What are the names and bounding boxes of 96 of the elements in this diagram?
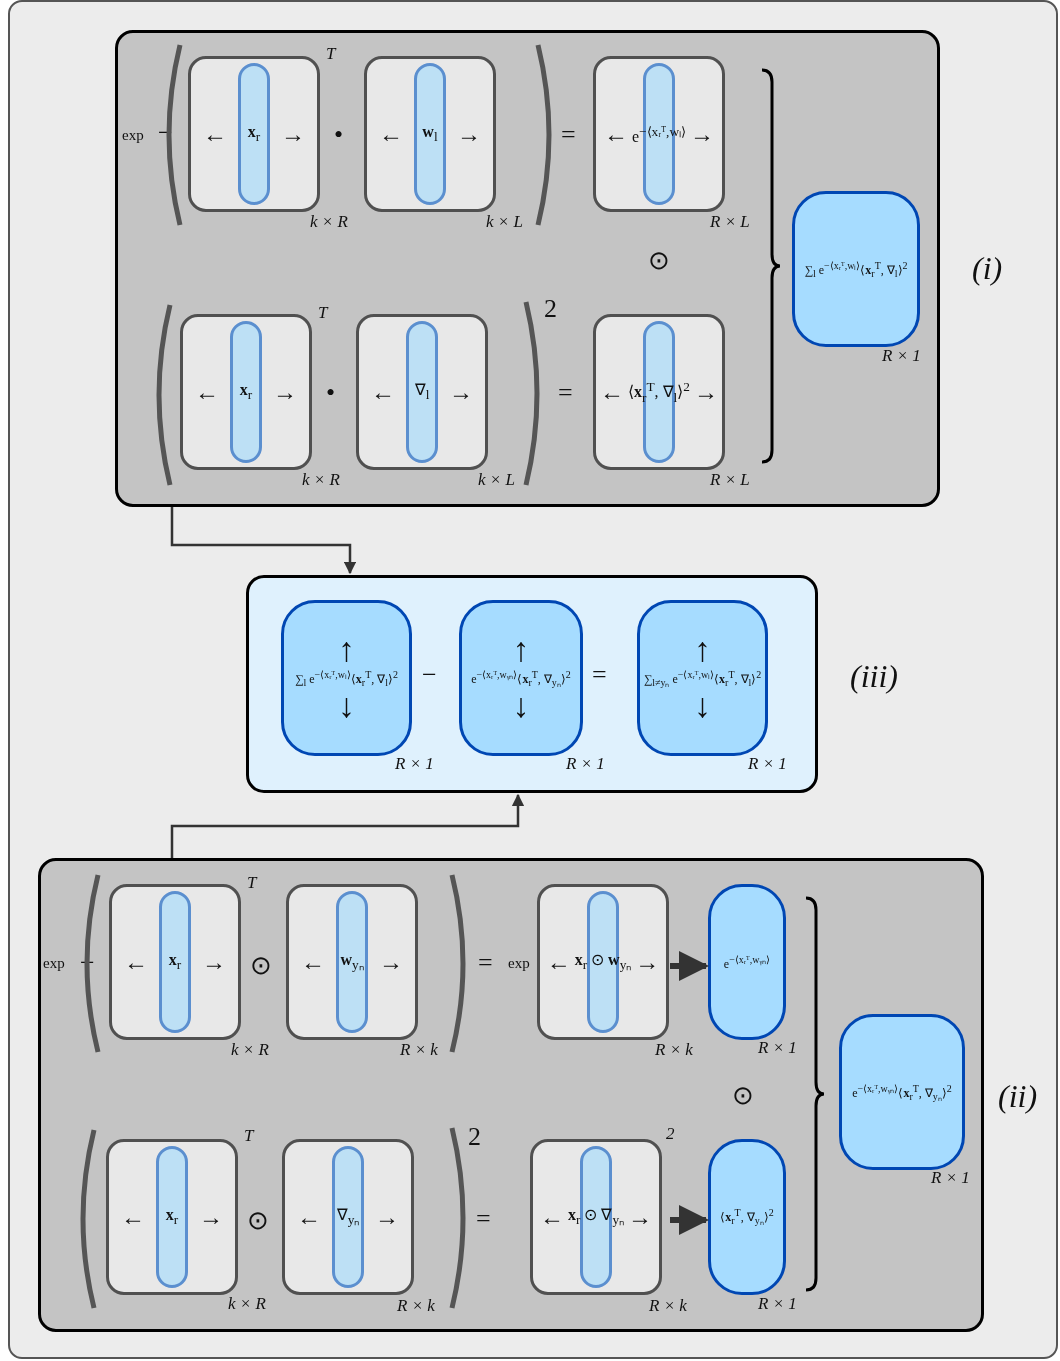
math-label: T: [326, 44, 336, 64]
arrow-glyph: ↓: [512, 689, 530, 724]
math-operator: 2: [544, 296, 557, 322]
math-label: R × 1: [566, 754, 605, 774]
arrow-glyph: →: [273, 378, 297, 406]
math-operator: ⊙: [732, 1083, 754, 1109]
panel-label: (i): [972, 250, 1003, 287]
arrow-glyph: ←: [600, 378, 624, 406]
math-label: R × 1: [882, 346, 921, 366]
math-text: ∑$_{l}$ e$^{−⟨xᵣᵀ,wₗ⟩}$⟨x$_{r}$$^{T}$, ∇$_{l}$⟩$^{2}$: [804, 259, 908, 280]
math-operator: ⊙: [250, 953, 272, 979]
math-operator: 2: [468, 1124, 481, 1150]
arrow-glyph: ←: [379, 120, 403, 148]
panel-label: (iii): [850, 658, 898, 695]
math-label: R × 1: [758, 1038, 797, 1058]
math-label: T: [318, 303, 328, 323]
math-operator: •: [334, 122, 344, 148]
math-text: ∇$_{yₙ}$: [335, 1205, 361, 1229]
math-label: k × L: [478, 470, 515, 490]
arrow: [170, 507, 357, 575]
arrow-glyph: ←: [301, 948, 325, 976]
math-label: R × L: [710, 212, 750, 232]
math-text: e$^{−⟨xᵣᵀ,wₗ⟩}$: [631, 122, 687, 147]
math-operator: •: [326, 380, 336, 406]
math-text: ∑$_{l}$ e$^{−⟨xᵣᵀ,wₗ⟩}$⟨x$_{r}$$^{T}$, ∇$_{l}$⟩$^{2}$: [294, 668, 399, 689]
math-text: w$_{yₙ}$: [339, 950, 365, 974]
math-text: w$_{l}$: [421, 122, 439, 146]
math-label: 2: [666, 1124, 675, 1144]
math-text: e$^{−⟨xᵣᵀ,wᵧₙ⟩}$: [723, 953, 771, 972]
arrow-glyph: ←: [297, 1203, 321, 1231]
panel-label: (ii): [998, 1078, 1038, 1115]
math-label: R × k: [649, 1296, 687, 1316]
math-text: x$_{r}$: [246, 122, 262, 146]
arrow-glyph: ←: [539, 1203, 564, 1231]
arrow-glyph: ↑: [694, 632, 711, 667]
arrow: [170, 793, 525, 858]
arrow-glyph: →: [202, 948, 226, 976]
arrow-glyph: →: [375, 1203, 399, 1231]
math-operator: ⊙: [247, 1208, 269, 1234]
math-label: k × R: [231, 1040, 269, 1060]
arrow-glyph: →: [281, 120, 305, 148]
arrow-glyph: ↑: [338, 633, 355, 668]
math-text: ∇$_{l}$: [413, 380, 431, 404]
arrow-glyph: ↑: [512, 632, 530, 667]
arrow-glyph: →: [449, 378, 473, 406]
arrow-glyph: ←: [195, 378, 219, 406]
math-label: k × R: [310, 212, 348, 232]
math-operator: −: [422, 662, 437, 688]
math-text: ⟨x$_{r}$$^{T}$, ∇$_{l}$⟩$^{2}$: [628, 378, 690, 406]
arrow-glyph: →: [628, 1203, 653, 1231]
math-operator: =: [476, 1206, 491, 1232]
math-label: R × 1: [395, 754, 434, 774]
math-label: k × L: [486, 212, 523, 232]
math-label: R × L: [710, 470, 750, 490]
math-operator: exp: [43, 956, 65, 971]
math-label: R × 1: [748, 754, 787, 774]
math-text: x$_{r}$: [167, 950, 183, 974]
math-label: R × 1: [758, 1294, 797, 1314]
math-label: R × k: [400, 1040, 438, 1060]
math-text: x$_{r}$: [164, 1205, 180, 1229]
arrow-glyph: →: [694, 378, 718, 406]
arrow-glyph: →: [690, 120, 715, 148]
arrow-glyph: ←: [203, 120, 227, 148]
math-operator: exp: [122, 128, 144, 143]
math-label: T: [247, 873, 257, 893]
math-text: e$^{−⟨xᵣᵀ,wᵧₙ⟩}$⟨x$_{r}$$^{T}$, ∇$_{yₙ}$⟩$^{2}$: [852, 1081, 952, 1104]
arrow-glyph: ←: [124, 948, 148, 976]
arrow-glyph: ←: [546, 948, 571, 976]
math-label: k × R: [302, 470, 340, 490]
math-text: e$^{−⟨xᵣᵀ,wᵧₙ⟩}$⟨x$_{r}$$^{T}$, ∇$_{yₙ}$⟩$^{2}$: [471, 667, 571, 690]
arrow-glyph: →: [379, 948, 403, 976]
math-text: x$_{r}$: [238, 380, 254, 404]
math-text: ∑$_{l≠yₙ}$ e$^{−⟨xᵣᵀ,wₗ⟩}$⟨x$_{r}$$^{T}$, ∇$_{l}$⟩$^{2}$: [643, 667, 762, 690]
math-label: R × 1: [931, 1168, 970, 1188]
arrow-glyph: ←: [603, 120, 628, 148]
math-label: T: [244, 1126, 254, 1146]
arrow-glyph: ←: [121, 1203, 145, 1231]
math-operator: ⊙: [648, 248, 670, 274]
math-operator: =: [561, 122, 576, 148]
math-label: R × k: [655, 1040, 693, 1060]
math-operator: =: [592, 662, 607, 688]
arrow-glyph: ↓: [694, 689, 711, 724]
math-operator: =: [478, 950, 493, 976]
math-text: ⟨x$_{r}$$^{T}$, ∇$_{yₙ}$⟩$^{2}$: [720, 1206, 774, 1228]
math-operator: exp: [508, 956, 530, 971]
math-operator: =: [558, 380, 573, 406]
arrow-glyph: →: [457, 120, 481, 148]
arrow-glyph: ↓: [338, 688, 355, 723]
arrow: [670, 1205, 709, 1235]
arrow-glyph: →: [635, 948, 660, 976]
math-text: x$_{r}$ ⊙ w$_{yₙ}$: [574, 950, 632, 974]
arrow-glyph: ←: [371, 378, 395, 406]
arrow-glyph: →: [199, 1203, 223, 1231]
arrow: [670, 951, 709, 981]
math-label: k × R: [228, 1294, 266, 1314]
math-label: R × k: [397, 1296, 435, 1316]
